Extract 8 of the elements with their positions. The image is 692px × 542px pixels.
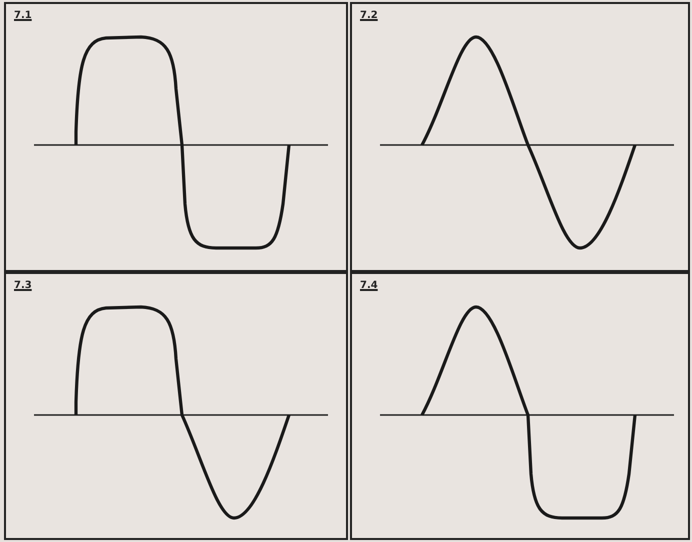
- figure-panel: [350, 272, 690, 540]
- figure-number: 7.4: [360, 280, 378, 291]
- figure-number: 7.3: [14, 280, 32, 291]
- figure-number: 7.1: [14, 10, 32, 21]
- figure-panel: [350, 2, 690, 272]
- figure-panel: [4, 272, 348, 540]
- figure-number: 7.2: [360, 10, 378, 21]
- figure-panel: [4, 2, 348, 272]
